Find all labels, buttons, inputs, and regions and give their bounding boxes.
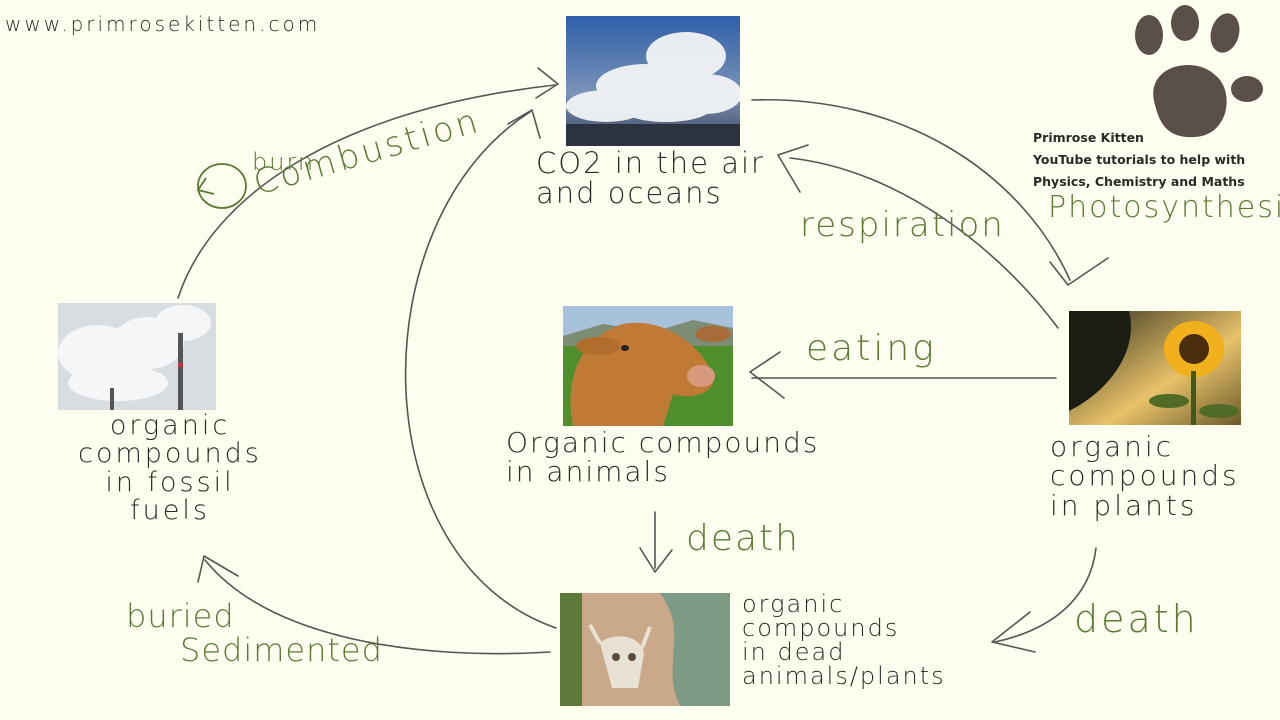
brand-tagline-2: Physics, Chemistry and Maths — [1033, 174, 1245, 189]
arrow-combustion — [177, 84, 556, 299]
burn-circle-icon — [196, 163, 247, 209]
process-burn: burn — [252, 148, 316, 176]
sunflower-photo — [1069, 311, 1241, 425]
power-plant-photo — [58, 303, 216, 410]
clouds-photo — [566, 16, 740, 146]
label-co2-atmosphere: CO2 in the air and oceans — [536, 146, 765, 211]
branding: Primrose Kitten YouTube tutorials to hel… — [1033, 127, 1245, 193]
label-dead-organisms: organic compounds in dead animals/plants — [742, 590, 946, 690]
cow-photo — [563, 306, 733, 426]
arrowhead-buried — [197, 555, 239, 583]
arrowhead-death-animals — [639, 547, 673, 573]
process-death-plants: death — [1074, 597, 1199, 641]
arrowhead-photosynthesis — [1049, 257, 1109, 286]
process-death-animals: death — [686, 518, 800, 559]
arrow-buried — [204, 559, 551, 655]
skull-desert-photo — [560, 593, 730, 706]
arrowhead-combustion — [535, 67, 559, 99]
label-animals: Organic compounds in animals — [506, 426, 820, 489]
arrowhead-decomposition — [507, 109, 541, 139]
paw-print-icon — [1135, 5, 1263, 138]
process-photosynthesis: Photosynthesis — [1048, 190, 1280, 225]
process-buried: buried — [126, 597, 235, 635]
arrow-respiration — [789, 157, 1059, 329]
label-plants: organic compounds in plants — [1050, 430, 1240, 522]
brand-tagline-1: YouTube tutorials to help with — [1033, 152, 1246, 167]
arrow-death-plants — [994, 547, 1097, 643]
process-sedimented: Sedimented — [180, 631, 383, 669]
label-fossil-fuels: organic compounds in fossil fuels — [78, 410, 262, 527]
arrowhead-eating — [749, 351, 785, 399]
process-respiration: respiration — [800, 205, 1005, 245]
brand-name: Primrose Kitten — [1033, 130, 1144, 145]
arrow-photosynthesis — [751, 99, 1071, 281]
arrowhead-death-plants — [991, 611, 1036, 653]
arrow-decomposition — [404, 111, 557, 629]
arrowhead-respiration — [777, 144, 809, 193]
website-url: www.primrosekitten.com — [5, 12, 321, 36]
process-eating: eating — [806, 328, 937, 369]
